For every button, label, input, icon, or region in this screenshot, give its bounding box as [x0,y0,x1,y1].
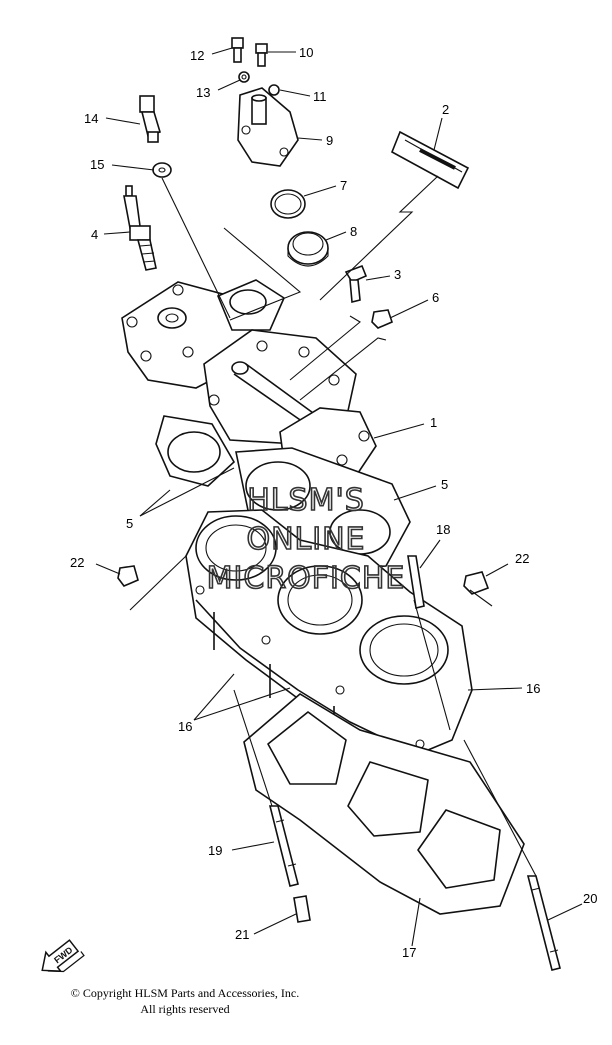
washer-15 [152,162,172,178]
nut-11 [268,84,280,96]
callout-15: 15 [90,157,104,172]
callout-1: 1 [430,415,437,430]
callout-10: 10 [299,45,313,60]
callout-22-left: 22 [70,555,84,570]
thermo-sensor-14 [139,95,161,143]
cylinder-head-assembly-1 [121,279,377,485]
callout-5-right: 5 [441,477,448,492]
callout-5-left: 5 [126,516,133,531]
callout-11: 11 [313,89,327,104]
callout-6: 6 [432,290,439,305]
callout-2: 2 [442,102,449,117]
nut-22-right [463,571,490,595]
callout-18: 18 [436,522,450,537]
callout-19: 19 [208,843,222,858]
callout-21: 21 [235,927,249,942]
callout-8: 8 [350,224,357,239]
callout-3: 3 [394,267,401,282]
cylinder-block-16 [185,509,473,761]
elbow-fitting-3 [344,264,368,304]
o-ring-7 [270,189,306,219]
bolt-10 [255,43,268,67]
fwd-arrow-icon: FWD [41,939,85,973]
thermostat-cover-9 [237,87,299,167]
callout-16-left: 16 [178,719,192,734]
callout-20: 20 [583,891,597,906]
callout-16-right: 16 [526,681,540,696]
bolt-12 [231,37,244,63]
callout-17: 17 [402,945,416,960]
watermark-line-3: MICROFICHE [207,561,406,596]
copyright-line-1: © Copyright HLSM Parts and Accessories, … [70,986,300,1000]
stud-20 [526,875,561,971]
head-gasket-5-left [155,415,236,487]
dowel-pin-21 [293,895,311,923]
watermark: HLSM'S ONLINE MICROFICHE [206,482,406,597]
callout-labels: 1 2 3 4 5 5 6 7 8 9 10 11 12 13 14 15 16… [70,45,597,960]
callout-7: 7 [340,178,347,193]
watermark-line-1: HLSM'S [247,483,365,518]
nut-6 [371,309,393,329]
callout-12: 12 [190,48,204,63]
gasket-2 [390,130,470,190]
callout-22-right: 22 [515,551,529,566]
callout-14: 14 [84,111,98,126]
spark-plug-4 [123,185,157,271]
callout-9: 9 [326,133,333,148]
watermark-line-2: ONLINE [246,522,365,557]
base-gasket-17 [243,693,525,915]
washer-13 [238,71,250,83]
seal-8 [287,231,329,267]
stud-19 [268,805,299,887]
stud-18 [407,555,425,609]
leader-lines [95,47,583,947]
callout-13: 13 [196,85,210,100]
copyright-line-2: All rights reserved [140,1002,230,1016]
callout-4: 4 [91,227,98,242]
nut-22-left [117,565,139,587]
